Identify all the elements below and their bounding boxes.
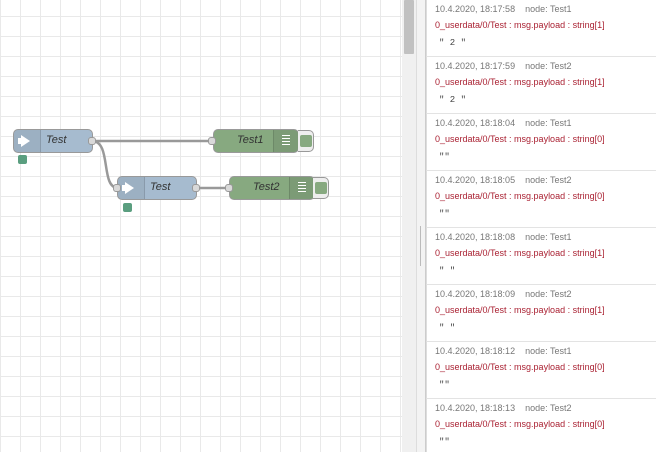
debug-message[interactable]: 10.4.2020, 18:17:59 node: Test2 0_userdat… <box>426 57 656 114</box>
output-port[interactable] <box>88 137 96 145</box>
message-node[interactable]: node: Test2 <box>525 61 572 71</box>
message-time: 10.4.2020, 18:18:08 <box>435 232 516 242</box>
message-node[interactable]: node: Test2 <box>525 289 572 299</box>
message-time: 10.4.2020, 18:18:04 <box>435 118 516 128</box>
list-lines-icon <box>289 177 314 199</box>
inject-button[interactable] <box>18 155 27 164</box>
message-node[interactable]: node: Test2 <box>525 403 572 413</box>
message-node[interactable]: node: Test2 <box>525 175 572 185</box>
message-topic: 0_userdata/0/Test : msg.payload : string… <box>435 305 605 315</box>
message-time: 10.4.2020, 18:18:05 <box>435 175 516 185</box>
message-topic: 0_userdata/0/Test : msg.payload : string… <box>435 248 605 258</box>
message-time: 10.4.2020, 18:18:13 <box>435 403 516 413</box>
inject-node[interactable]: Test <box>13 129 93 153</box>
message-time: 10.4.2020, 18:18:09 <box>435 289 516 299</box>
message-topic: 0_userdata/0/Test : msg.payload : string… <box>435 191 605 201</box>
debug-message[interactable]: 10.4.2020, 18:18:05 node: Test2 0_userdat… <box>426 171 656 228</box>
input-port[interactable] <box>225 184 233 192</box>
node-label: Test2 <box>253 181 280 193</box>
message-value[interactable]: "" <box>439 380 450 390</box>
message-time: 10.4.2020, 18:18:12 <box>435 346 516 356</box>
message-topic: 0_userdata/0/Test : msg.payload : string… <box>435 20 605 30</box>
message-value[interactable]: "" <box>439 209 450 219</box>
message-topic: 0_userdata/0/Test : msg.payload : string… <box>435 134 605 144</box>
wires-layer <box>91 139 229 190</box>
debug-message[interactable]: 10.4.2020, 18:18:08 node: Test1 0_userdat… <box>426 228 656 285</box>
debug-message[interactable]: 10.4.2020, 18:18:13 node: Test2 0_userdat… <box>426 399 656 452</box>
message-node[interactable]: node: Test1 <box>525 4 572 14</box>
wire-inject1-inject2[interactable] <box>91 139 119 190</box>
node-label: Test <box>46 134 67 146</box>
message-value[interactable]: " 2 " <box>439 38 467 48</box>
message-value[interactable]: "" <box>439 437 450 447</box>
message-topic: 0_userdata/0/Test : msg.payload : string… <box>435 419 605 429</box>
debug-message[interactable]: 10.4.2020, 18:18:12 node: Test1 0_userdat… <box>426 342 656 399</box>
input-port[interactable] <box>208 137 216 145</box>
debug-toggle-button[interactable] <box>313 177 329 199</box>
inject-node[interactable]: Test <box>117 176 197 200</box>
scrollbar-thumb[interactable] <box>404 0 414 54</box>
node-label: Test1 <box>237 134 264 146</box>
debug-node[interactable]: Test2 <box>229 176 315 200</box>
divider-grip[interactable] <box>420 226 424 266</box>
message-topic: 0_userdata/0/Test : msg.payload : string… <box>435 77 605 87</box>
message-node[interactable]: node: Test1 <box>525 346 572 356</box>
sidebar-divider[interactable] <box>416 0 426 452</box>
arrow-right-icon <box>118 177 145 199</box>
message-value[interactable]: " 2 " <box>439 95 467 105</box>
message-value[interactable]: " " <box>439 323 456 333</box>
inject-button[interactable] <box>123 203 132 212</box>
debug-node[interactable]: Test1 <box>213 129 299 153</box>
debug-message[interactable]: 10.4.2020, 18:17:58 node: Test1 0_userdat… <box>426 0 656 57</box>
output-port[interactable] <box>192 184 200 192</box>
node-label: Test <box>150 181 171 193</box>
flow-workspace[interactable]: Test Test1 Test Test2 <box>0 0 402 452</box>
message-value[interactable]: "" <box>439 152 450 162</box>
debug-message[interactable]: 10.4.2020, 18:18:04 node: Test1 0_userdat… <box>426 114 656 171</box>
message-topic: 0_userdata/0/Test : msg.payload : string… <box>435 362 605 372</box>
message-value[interactable]: " " <box>439 266 456 276</box>
debug-sidebar: 10.4.2020, 18:17:58 node: Test1 0_userdat… <box>426 0 656 452</box>
debug-message[interactable]: 10.4.2020, 18:18:09 node: Test2 0_userdat… <box>426 285 656 342</box>
input-port[interactable] <box>113 184 121 192</box>
message-time: 10.4.2020, 18:17:58 <box>435 4 516 14</box>
list-lines-icon <box>273 130 298 152</box>
message-node[interactable]: node: Test1 <box>525 232 572 242</box>
workspace-scrollbar[interactable] <box>402 0 416 452</box>
debug-toggle-button[interactable] <box>298 130 314 152</box>
message-node[interactable]: node: Test1 <box>525 118 572 128</box>
arrow-right-icon <box>14 130 41 152</box>
message-time: 10.4.2020, 18:17:59 <box>435 61 516 71</box>
